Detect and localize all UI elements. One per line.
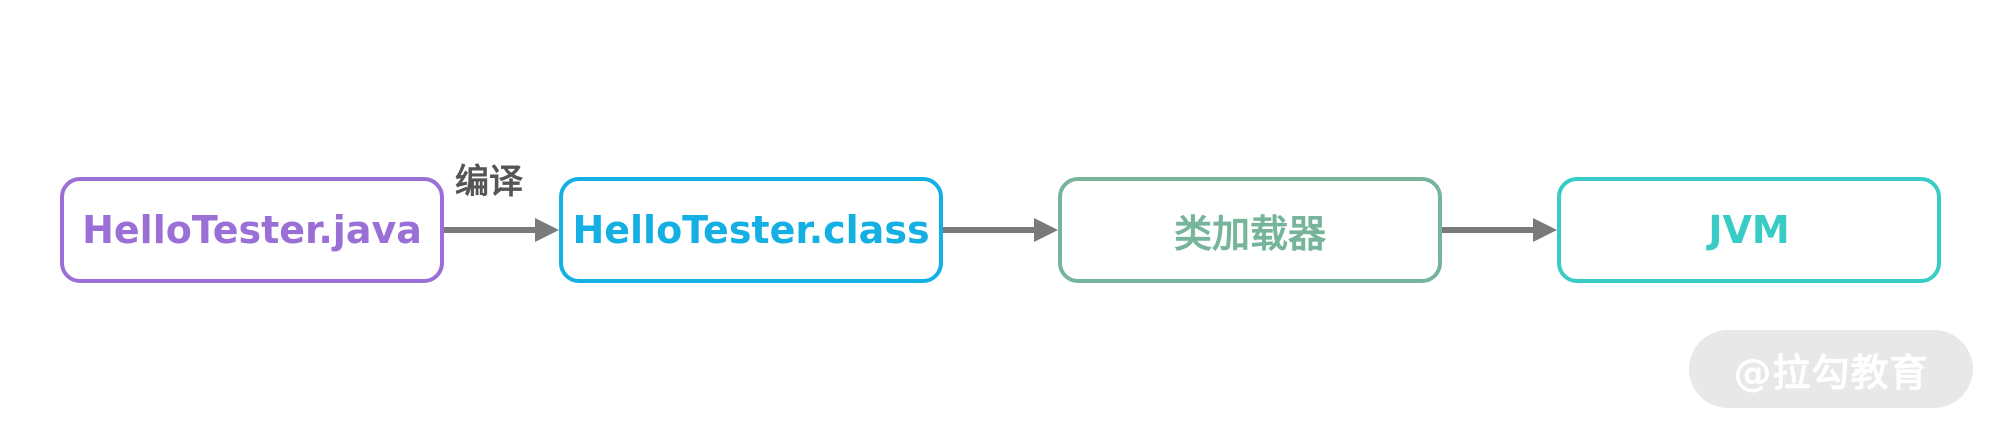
node-label: JVM <box>1708 208 1790 252</box>
arrow-java-to-class <box>444 218 559 242</box>
node-label: 类加载器 <box>1173 211 1326 256</box>
node-hellotester-class: HelloTester.class <box>559 177 943 283</box>
node-label: HelloTester.java <box>82 208 422 252</box>
node-hellotester-java: HelloTester.java <box>60 177 444 283</box>
node-label: HelloTester.class <box>572 208 930 252</box>
watermark-text: @拉勾教育 <box>1733 350 1929 395</box>
arrow-loader-to-jvm <box>1442 218 1557 242</box>
node-class-loader: 类加载器 <box>1058 177 1442 283</box>
watermark-badge: @拉勾教育 <box>1689 330 1973 408</box>
arrow-class-to-loader <box>943 218 1058 242</box>
node-jvm: JVM <box>1557 177 1941 283</box>
edge-label-compile: 编译 <box>455 162 523 202</box>
